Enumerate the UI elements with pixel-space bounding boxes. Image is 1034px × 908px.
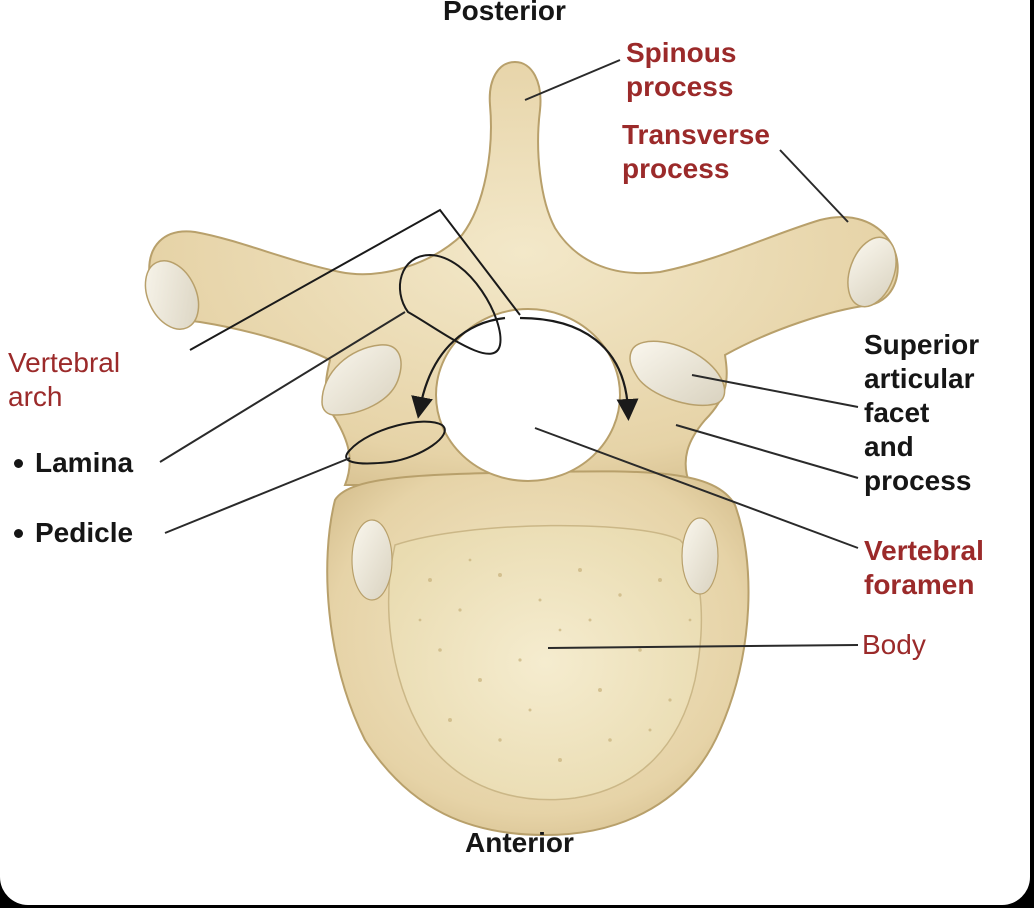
lamina-item: Lamina — [14, 446, 133, 480]
right-transverse-tip — [847, 236, 897, 308]
superior-articular-label: Superior articular facet and process — [864, 329, 980, 496]
posterior-label: Posterior — [443, 0, 566, 26]
spinous-process-label: Spinous process — [626, 37, 737, 102]
arch-arrow-right — [519, 316, 639, 421]
leader-lamina — [159, 311, 406, 463]
body-spongy-surface — [387, 524, 703, 801]
bullet-icon — [14, 528, 23, 538]
pedicle-item: Pedicle — [14, 516, 133, 550]
leader-pedicle — [164, 457, 351, 534]
leader-foramen — [534, 427, 859, 549]
spongy-bone-texture — [418, 558, 692, 762]
left-transverse-tip — [144, 260, 200, 330]
body-label: Body — [862, 629, 926, 660]
anterior-label: Anterior — [465, 827, 574, 858]
lamina-label: Lamina — [35, 447, 134, 478]
transverse-process-label: Transverse process — [622, 119, 770, 184]
left-costal-facet — [351, 519, 393, 601]
right-costal-facet — [681, 517, 719, 595]
right-superior-facet — [629, 340, 726, 406]
vertebral-arch-bracket — [189, 208, 521, 351]
leader-body — [547, 644, 859, 649]
left-superior-facet — [321, 344, 402, 416]
leader-spinous — [524, 59, 621, 101]
leader-superior-process — [675, 424, 859, 479]
vertebral-arch-label: Vertebral arch — [8, 347, 121, 412]
pedicle-loop — [345, 420, 446, 465]
bullet-icon — [14, 458, 23, 468]
lamina-loop — [399, 253, 502, 355]
leader-superior-facet — [691, 374, 859, 408]
vertebral-foramen-label: Vertebral foramen — [864, 535, 984, 600]
pedicle-label: Pedicle — [35, 517, 134, 548]
vertebral-foramen-opening — [435, 308, 621, 482]
leader-transverse — [779, 149, 849, 223]
leader-lines — [159, 59, 859, 649]
